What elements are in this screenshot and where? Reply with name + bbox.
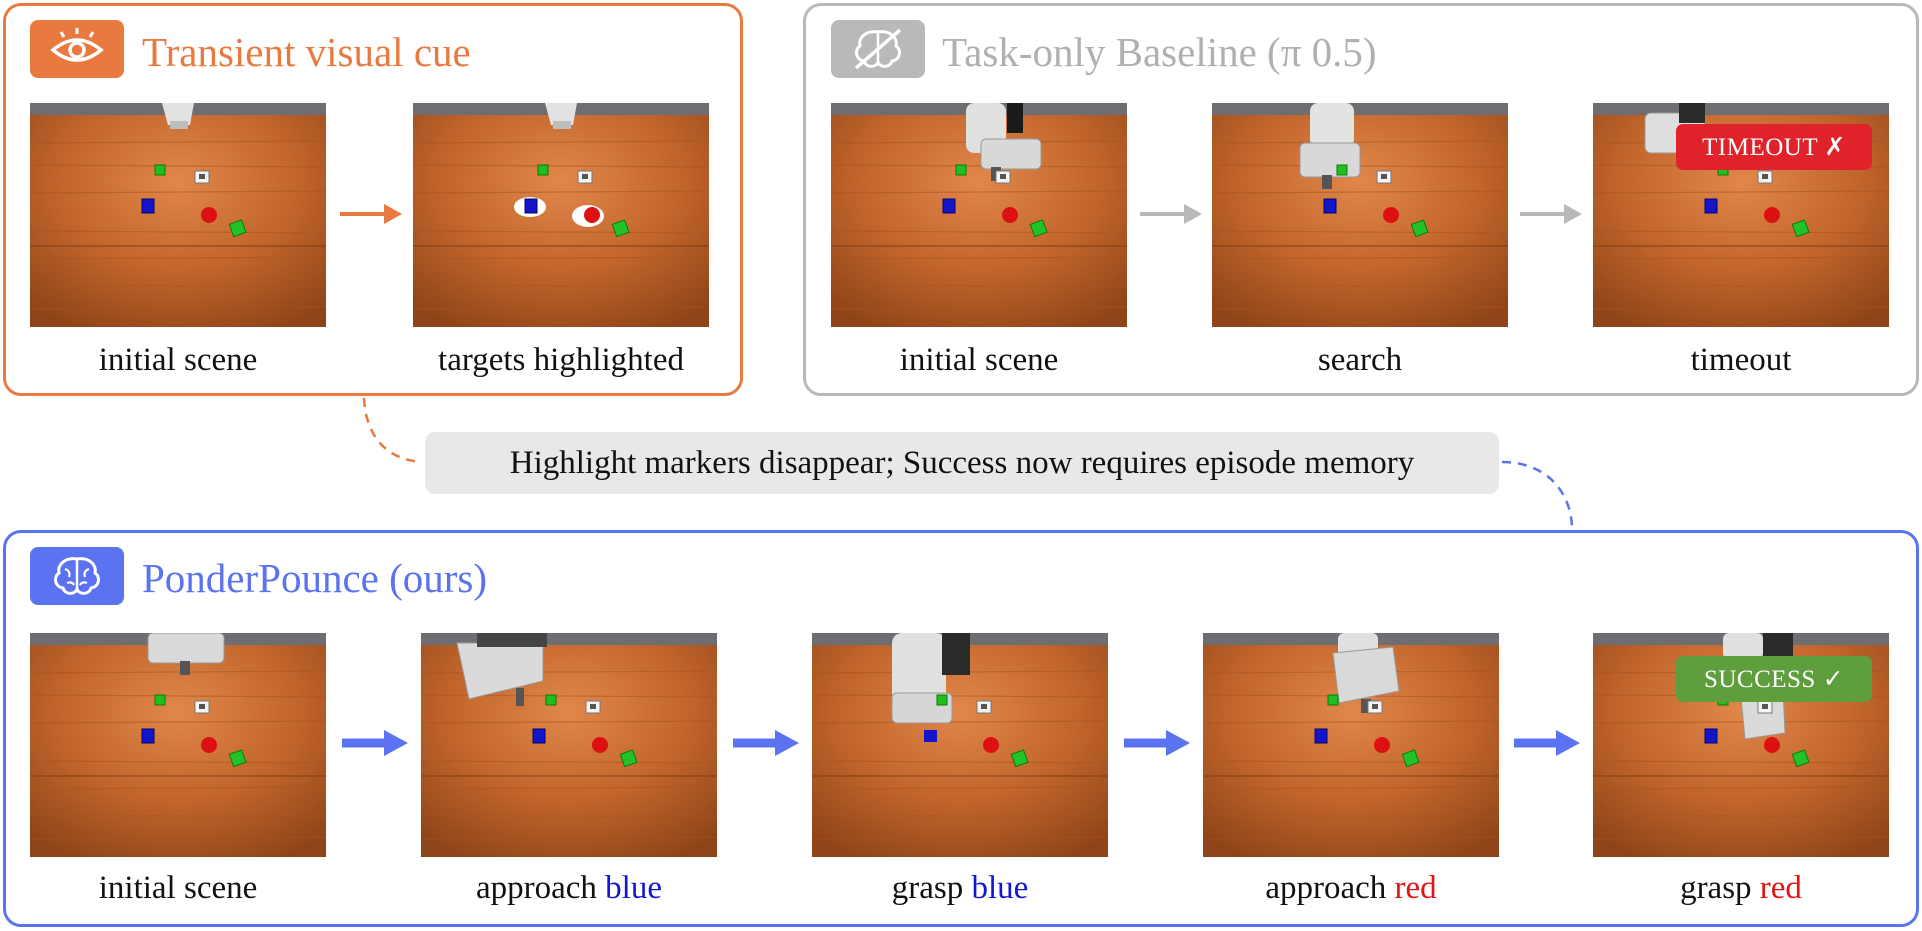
baseline-frame-label: timeout: [1690, 342, 1792, 378]
ours-frame-label: approach blue: [421, 872, 717, 905]
ours-frame-initial-scene: [30, 633, 326, 857]
frame-keyword-red: red: [1759, 870, 1802, 906]
transient-cue-panel: [3, 3, 743, 396]
blue-arrow-icon: [1124, 730, 1190, 756]
gray-arrow-icon: [1140, 204, 1202, 224]
success-badge: SUCCESS ✓: [1676, 656, 1872, 702]
ours-frame-label: grasp blue: [812, 872, 1108, 905]
blue-arrow-icon: [733, 730, 799, 756]
blue-arrow-icon: [1514, 730, 1580, 756]
cue-panel-title: Transient visual cue: [142, 29, 471, 75]
baseline-frame-label: initial scene: [899, 342, 1059, 378]
ours-frame-label: grasp red: [1593, 872, 1889, 905]
blue-arrow-icon: [342, 730, 408, 756]
brain-crossed-icon: [831, 20, 925, 78]
frame-verb: approach: [1265, 870, 1387, 906]
ours-frame-grasp-blue: [812, 633, 1108, 857]
baseline-panel: [803, 3, 1919, 396]
cue-frame-label: targets highlighted: [438, 342, 684, 378]
frame-keyword-blue: blue: [971, 870, 1029, 906]
cue-frame-label: initial scene: [98, 342, 258, 378]
eye-icon: [30, 20, 124, 78]
frame-verb: approach: [475, 870, 597, 906]
frame-keyword-blue: blue: [605, 870, 662, 906]
timeout-badge: TIMEOUT ✗: [1676, 124, 1872, 170]
baseline-panel-title: Task-only Baseline (π 0.5): [942, 29, 1377, 75]
frame-verb: grasp: [1680, 870, 1752, 906]
frame-verb: grasp: [891, 870, 964, 906]
frame-verb: initial scene: [98, 870, 258, 906]
brain-icon: [30, 547, 124, 605]
ours-frame-approach-red: [1203, 633, 1499, 857]
gray-arrow-icon: [1520, 204, 1582, 224]
ours-frame-approach-blue: [421, 633, 717, 857]
frame-keyword-red: red: [1394, 870, 1437, 906]
orange-arrow-icon: [340, 204, 402, 224]
ours-frame-label: approach red: [1203, 872, 1499, 905]
ponderpounce-panel-title: PonderPounce (ours): [142, 555, 488, 601]
baseline-frame-label: search: [1317, 342, 1403, 378]
ours-frame-label: initial scene: [30, 872, 326, 905]
cue-frame-targets-highlighted: [413, 103, 709, 327]
memory-note: Highlight markers disappear; Success now…: [425, 432, 1499, 494]
ponderpounce-panel: [3, 530, 1919, 927]
